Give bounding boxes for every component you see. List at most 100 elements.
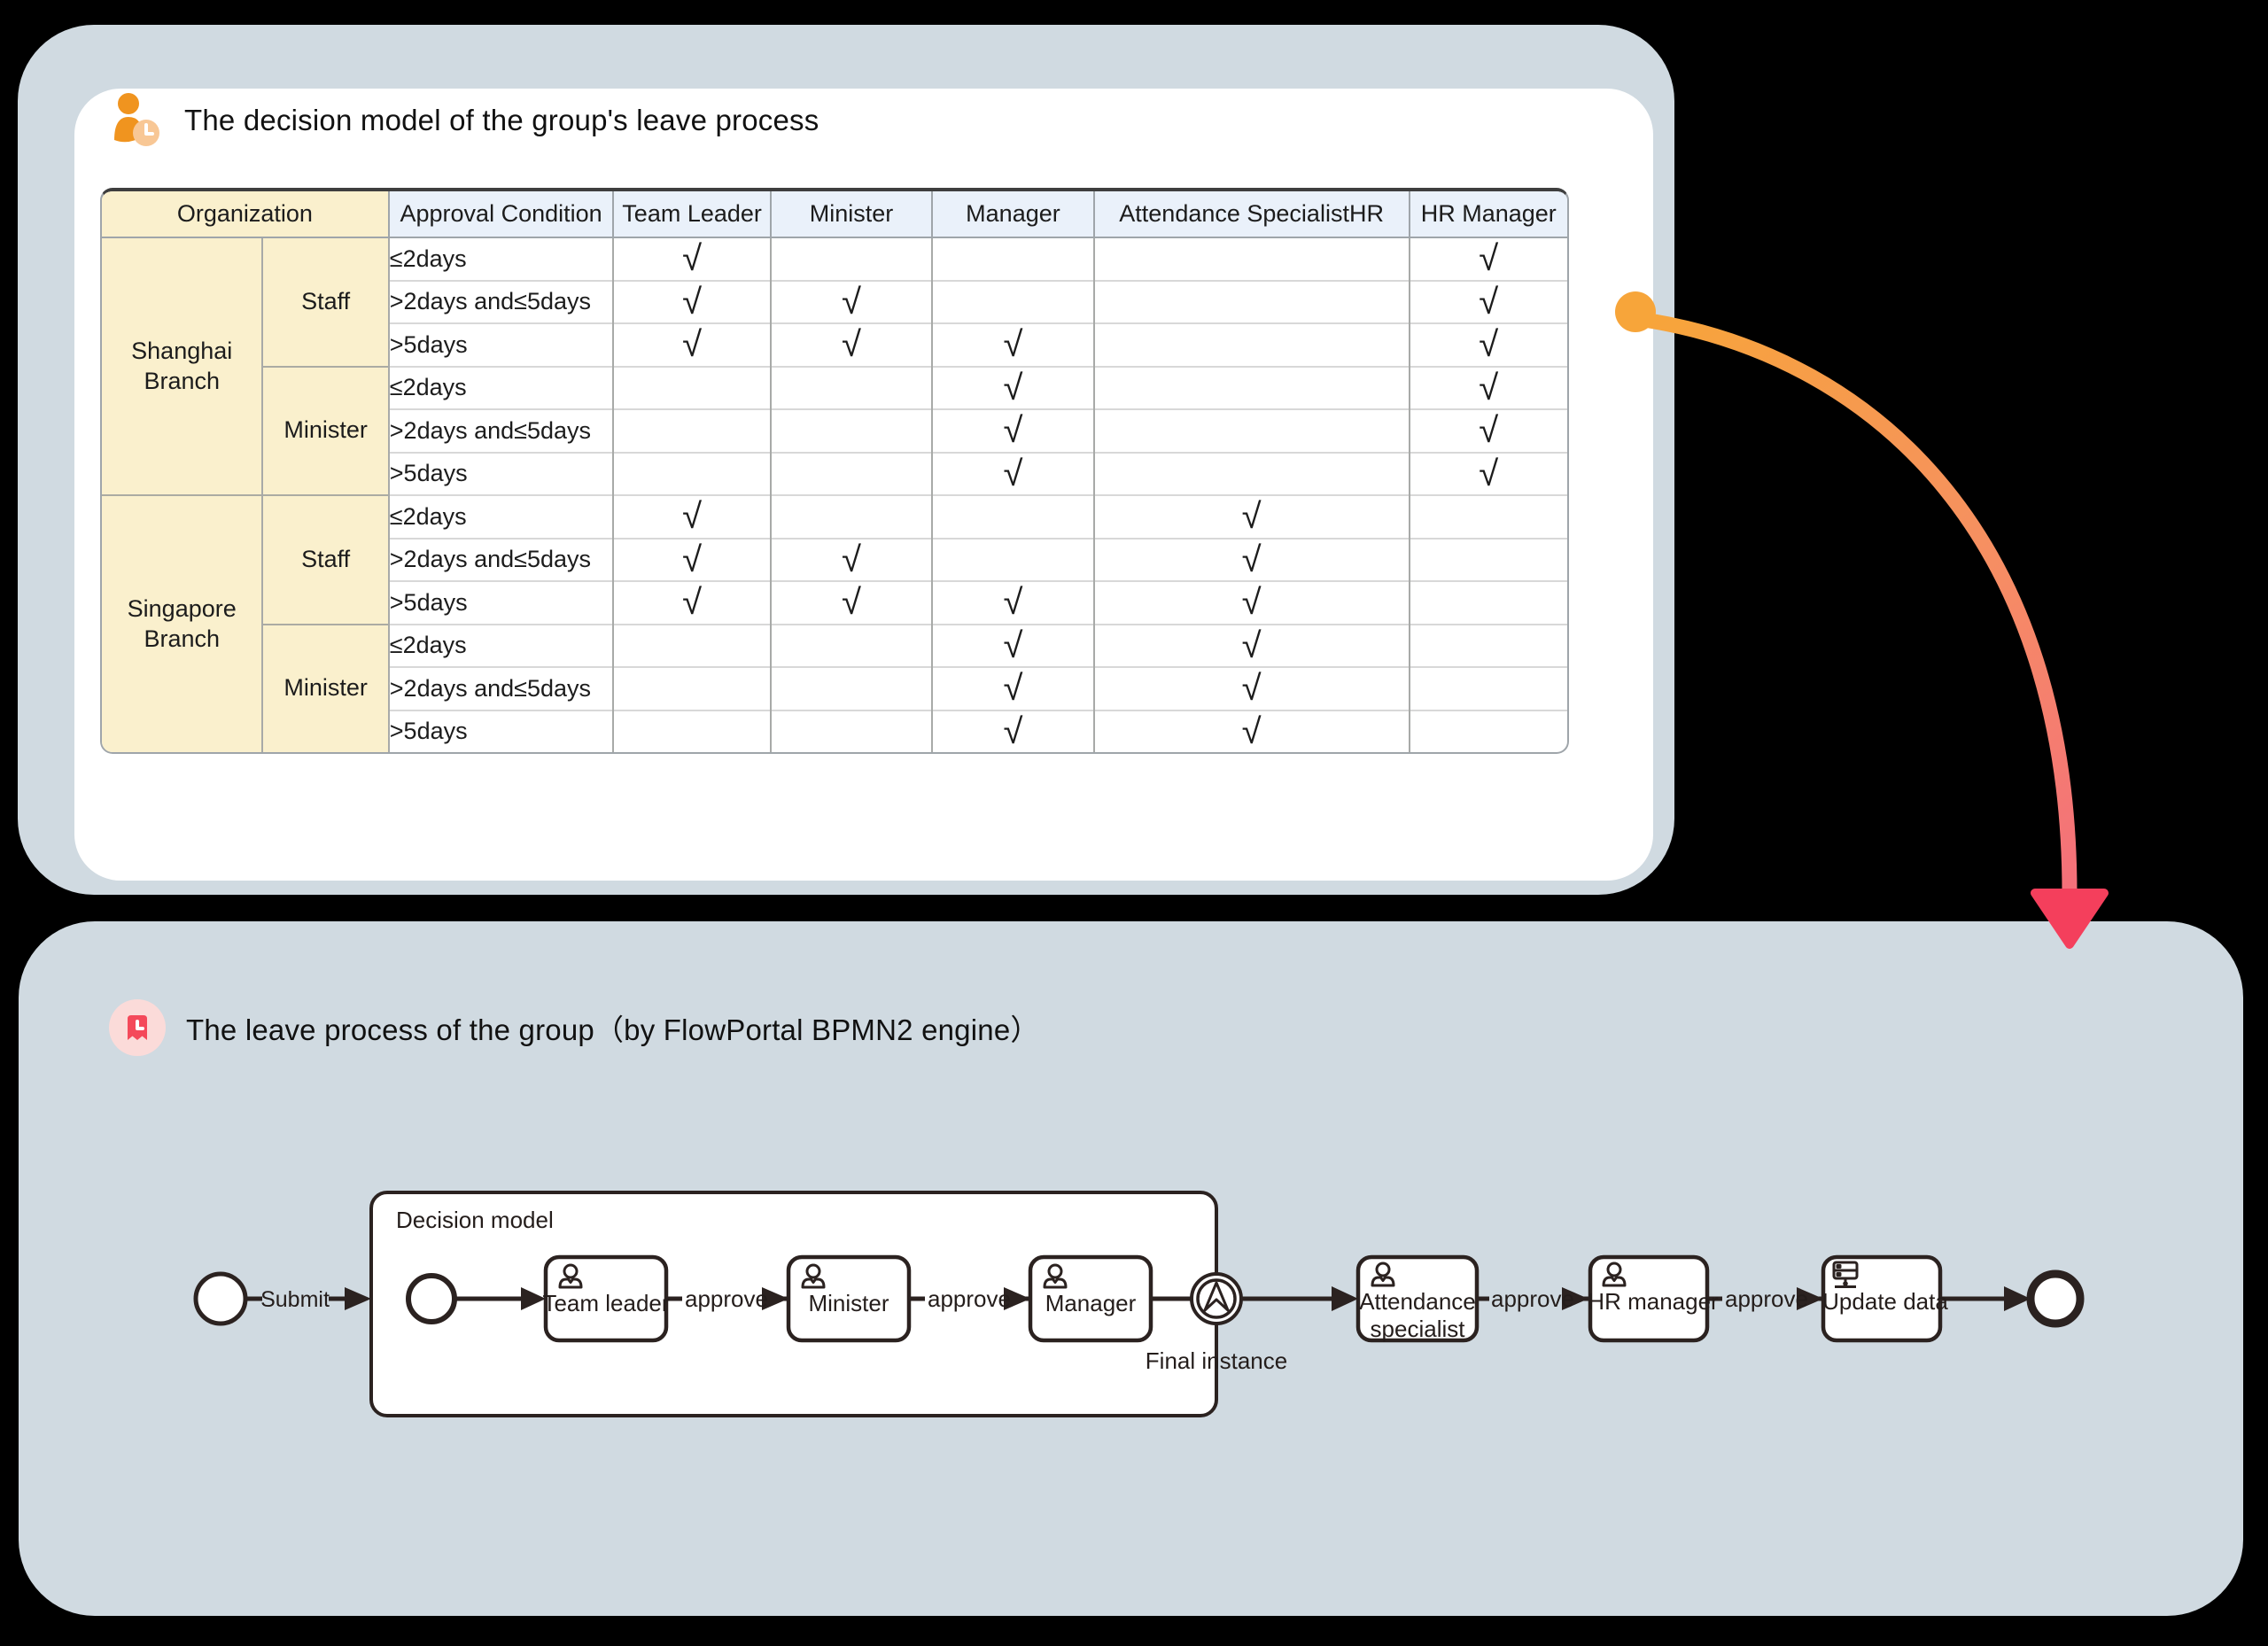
check-cell: [770, 494, 934, 539]
check-cell: [1409, 537, 1567, 581]
header-hr-manager: HR Manager: [1409, 191, 1567, 238]
decision-table: Organization Approval Condition Team Lea…: [100, 188, 1569, 754]
table-header-row: Organization Approval Condition Team Lea…: [102, 191, 1567, 238]
check-cell: √: [613, 580, 772, 625]
condition-cell: >2days and≤5days: [388, 408, 615, 453]
check-cell: √: [932, 709, 1095, 752]
check-cell: [932, 279, 1095, 323]
check-cell: [1093, 322, 1410, 367]
check-cell: [770, 666, 934, 710]
branch-singapore: Singapore Branch: [102, 494, 264, 752]
table-row: Minister ≤2days √ √: [102, 623, 1567, 752]
branch-shanghai: Shanghai Branch: [102, 237, 264, 495]
table-row: >2days and≤5days √ √ √: [102, 537, 1567, 581]
table-row: >2days and≤5days √ √ √: [102, 279, 1567, 323]
condition-cell: ≤2days: [388, 623, 615, 667]
check-cell: [1409, 623, 1567, 667]
condition-cell: >5days: [388, 322, 615, 367]
table-row: Minister ≤2days √ √: [102, 365, 1567, 495]
leave-process-header: The leave process of the group（by FlowPo…: [108, 996, 1040, 1060]
check-cell: √: [932, 666, 1095, 710]
table-row: Singapore Branch Staff ≤2days √ √: [102, 494, 1567, 752]
check-cell: [932, 537, 1095, 581]
condition-cell: >5days: [388, 580, 615, 625]
check-cell: √: [1093, 666, 1410, 710]
check-cell: √: [613, 494, 772, 539]
header-team-leader: Team Leader: [613, 191, 772, 238]
check-cell: [932, 494, 1095, 539]
check-cell: √: [1093, 709, 1410, 752]
check-cell: √: [770, 322, 934, 367]
check-cell: [1093, 279, 1410, 323]
condition-cell: >2days and≤5days: [388, 279, 615, 323]
panel-connector-arrow: [1615, 291, 2109, 949]
check-cell: √: [1409, 408, 1567, 453]
check-cell: √: [1479, 239, 1499, 279]
table-row: >5days √ √ √ √: [102, 322, 1567, 367]
condition-cell: >2days and≤5days: [388, 537, 615, 581]
check-cell: [1409, 494, 1567, 539]
header-attendance-specialist: Attendance SpecialistHR: [1093, 191, 1410, 238]
check-cell: [1093, 408, 1410, 453]
check-cell: √: [770, 279, 934, 323]
check-cell: √: [1409, 322, 1567, 367]
table-row: >2days and≤5days √ √: [102, 666, 1567, 710]
bookmark-clock-icon: [109, 999, 166, 1056]
table-row: >5days √ √: [102, 709, 1567, 752]
check-cell: √: [932, 408, 1095, 453]
check-cell: [613, 451, 772, 495]
check-cell: [613, 408, 772, 453]
check-cell: √: [932, 451, 1095, 495]
check-cell: [770, 408, 934, 453]
decision-model-header: The decision model of the group's leave …: [110, 85, 819, 156]
check-cell: √: [613, 537, 772, 581]
table-row: >2days and≤5days √ √: [102, 408, 1567, 453]
table-row: >5days √ √ √ √: [102, 580, 1567, 625]
condition-cell: >2days and≤5days: [388, 666, 615, 710]
check-cell: √: [613, 237, 772, 281]
check-cell: √: [932, 580, 1095, 625]
check-cell: √: [1093, 494, 1410, 539]
check-cell: √: [1409, 451, 1567, 495]
person-clock-icon: [114, 93, 159, 146]
check-cell: [1093, 365, 1410, 409]
check-cell: [1409, 580, 1567, 625]
condition-cell: >5days: [388, 451, 615, 495]
suborg-minister: Minister: [262, 623, 390, 752]
table-row: Shanghai Branch Staff ≤2days √ √: [102, 237, 1567, 495]
check-cell: [770, 623, 934, 667]
condition-cell: ≤2days: [388, 365, 615, 409]
suborg-staff: Staff: [262, 237, 390, 367]
check-cell: [770, 237, 934, 281]
check-cell: [1093, 451, 1410, 495]
condition-cell: ≤2days: [388, 494, 615, 539]
leave-process-title: The leave process of the group（by FlowPo…: [186, 1013, 1040, 1046]
check-cell: √: [613, 322, 772, 367]
check-cell: [613, 666, 772, 710]
check-cell: [613, 365, 772, 409]
check-cell: √: [1409, 365, 1567, 409]
check-cell: √: [932, 365, 1095, 409]
check-cell: [770, 365, 934, 409]
check-cell: [613, 623, 772, 667]
check-cell: √: [770, 580, 934, 625]
header-organization: Organization: [102, 191, 390, 238]
check-cell: [1093, 237, 1410, 281]
suborg-minister: Minister: [262, 365, 390, 495]
check-cell: [770, 451, 934, 495]
check-cell: [613, 709, 772, 752]
header-minister: Minister: [770, 191, 934, 238]
check-cell: √: [932, 623, 1095, 667]
check-cell: [932, 237, 1095, 281]
header-approval-condition: Approval Condition: [388, 191, 615, 238]
decision-model-title: The decision model of the group's leave …: [184, 104, 819, 136]
check-cell: [770, 709, 934, 752]
condition-cell: ≤2days: [388, 237, 615, 281]
check-cell: √: [613, 279, 772, 323]
check-cell: √: [1093, 580, 1410, 625]
condition-cell: >5days: [388, 709, 615, 752]
check-cell: √: [1093, 537, 1410, 581]
check-cell: √: [770, 537, 934, 581]
suborg-staff: Staff: [262, 494, 390, 625]
